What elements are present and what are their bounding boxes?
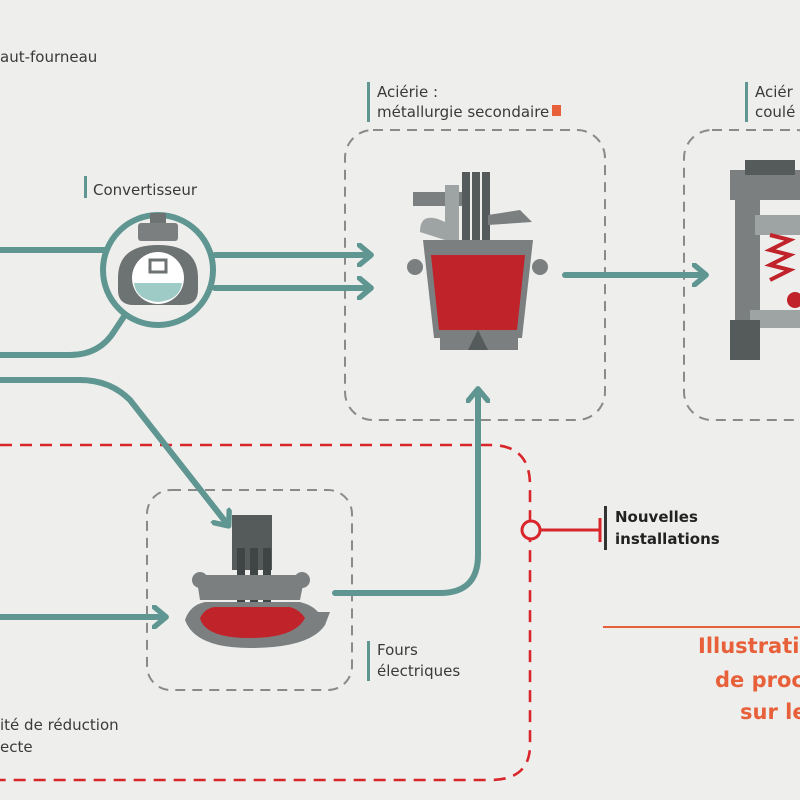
furnace-label-line2: électriques: [377, 662, 461, 680]
secondary-label-line1: Aciérie :: [377, 83, 439, 101]
converter-label-bar: [84, 176, 87, 198]
casting-machine-icon: [730, 160, 800, 360]
secondary-label-line2: métallurgie secondaire: [377, 102, 562, 122]
casting-label-line2: coulé: [755, 103, 796, 121]
title-line3: sur le: [740, 700, 800, 724]
blast-furnace-label: aut-fourneau: [0, 48, 98, 66]
casting-label-line1: Aciér: [755, 83, 793, 101]
reduction-label-line1: ité de réduction: [0, 716, 119, 734]
electric-furnace-icon: [185, 515, 330, 648]
new-installations-label-bar: [604, 506, 607, 550]
flow-to-electric-furnace: [0, 377, 228, 525]
furnace-label-bar: [367, 641, 370, 681]
furnace-label-line1: Fours: [377, 641, 418, 659]
title-line1: Illustrati: [698, 634, 800, 658]
title-line2: de proc: [715, 668, 800, 692]
converter-label: Convertisseur: [93, 181, 198, 199]
electric-furnace-box: [146, 489, 353, 691]
flow-furnace-to-secondary: [332, 390, 478, 596]
casting-label-bar: [745, 82, 748, 122]
new-installations-label-line2: installations: [615, 530, 720, 548]
footnote-badge: [552, 105, 562, 116]
new-installations-label-line1: Nouvelles: [615, 508, 698, 526]
ladle-icon: [407, 172, 548, 350]
secondary-label-bar: [367, 82, 370, 122]
flow-converter-bottom: [0, 297, 138, 358]
reduction-label-line2: ecte: [0, 738, 33, 756]
converter-icon: [100, 212, 216, 328]
new-installations-region: [0, 443, 532, 782]
new-installations-node: [520, 519, 542, 541]
